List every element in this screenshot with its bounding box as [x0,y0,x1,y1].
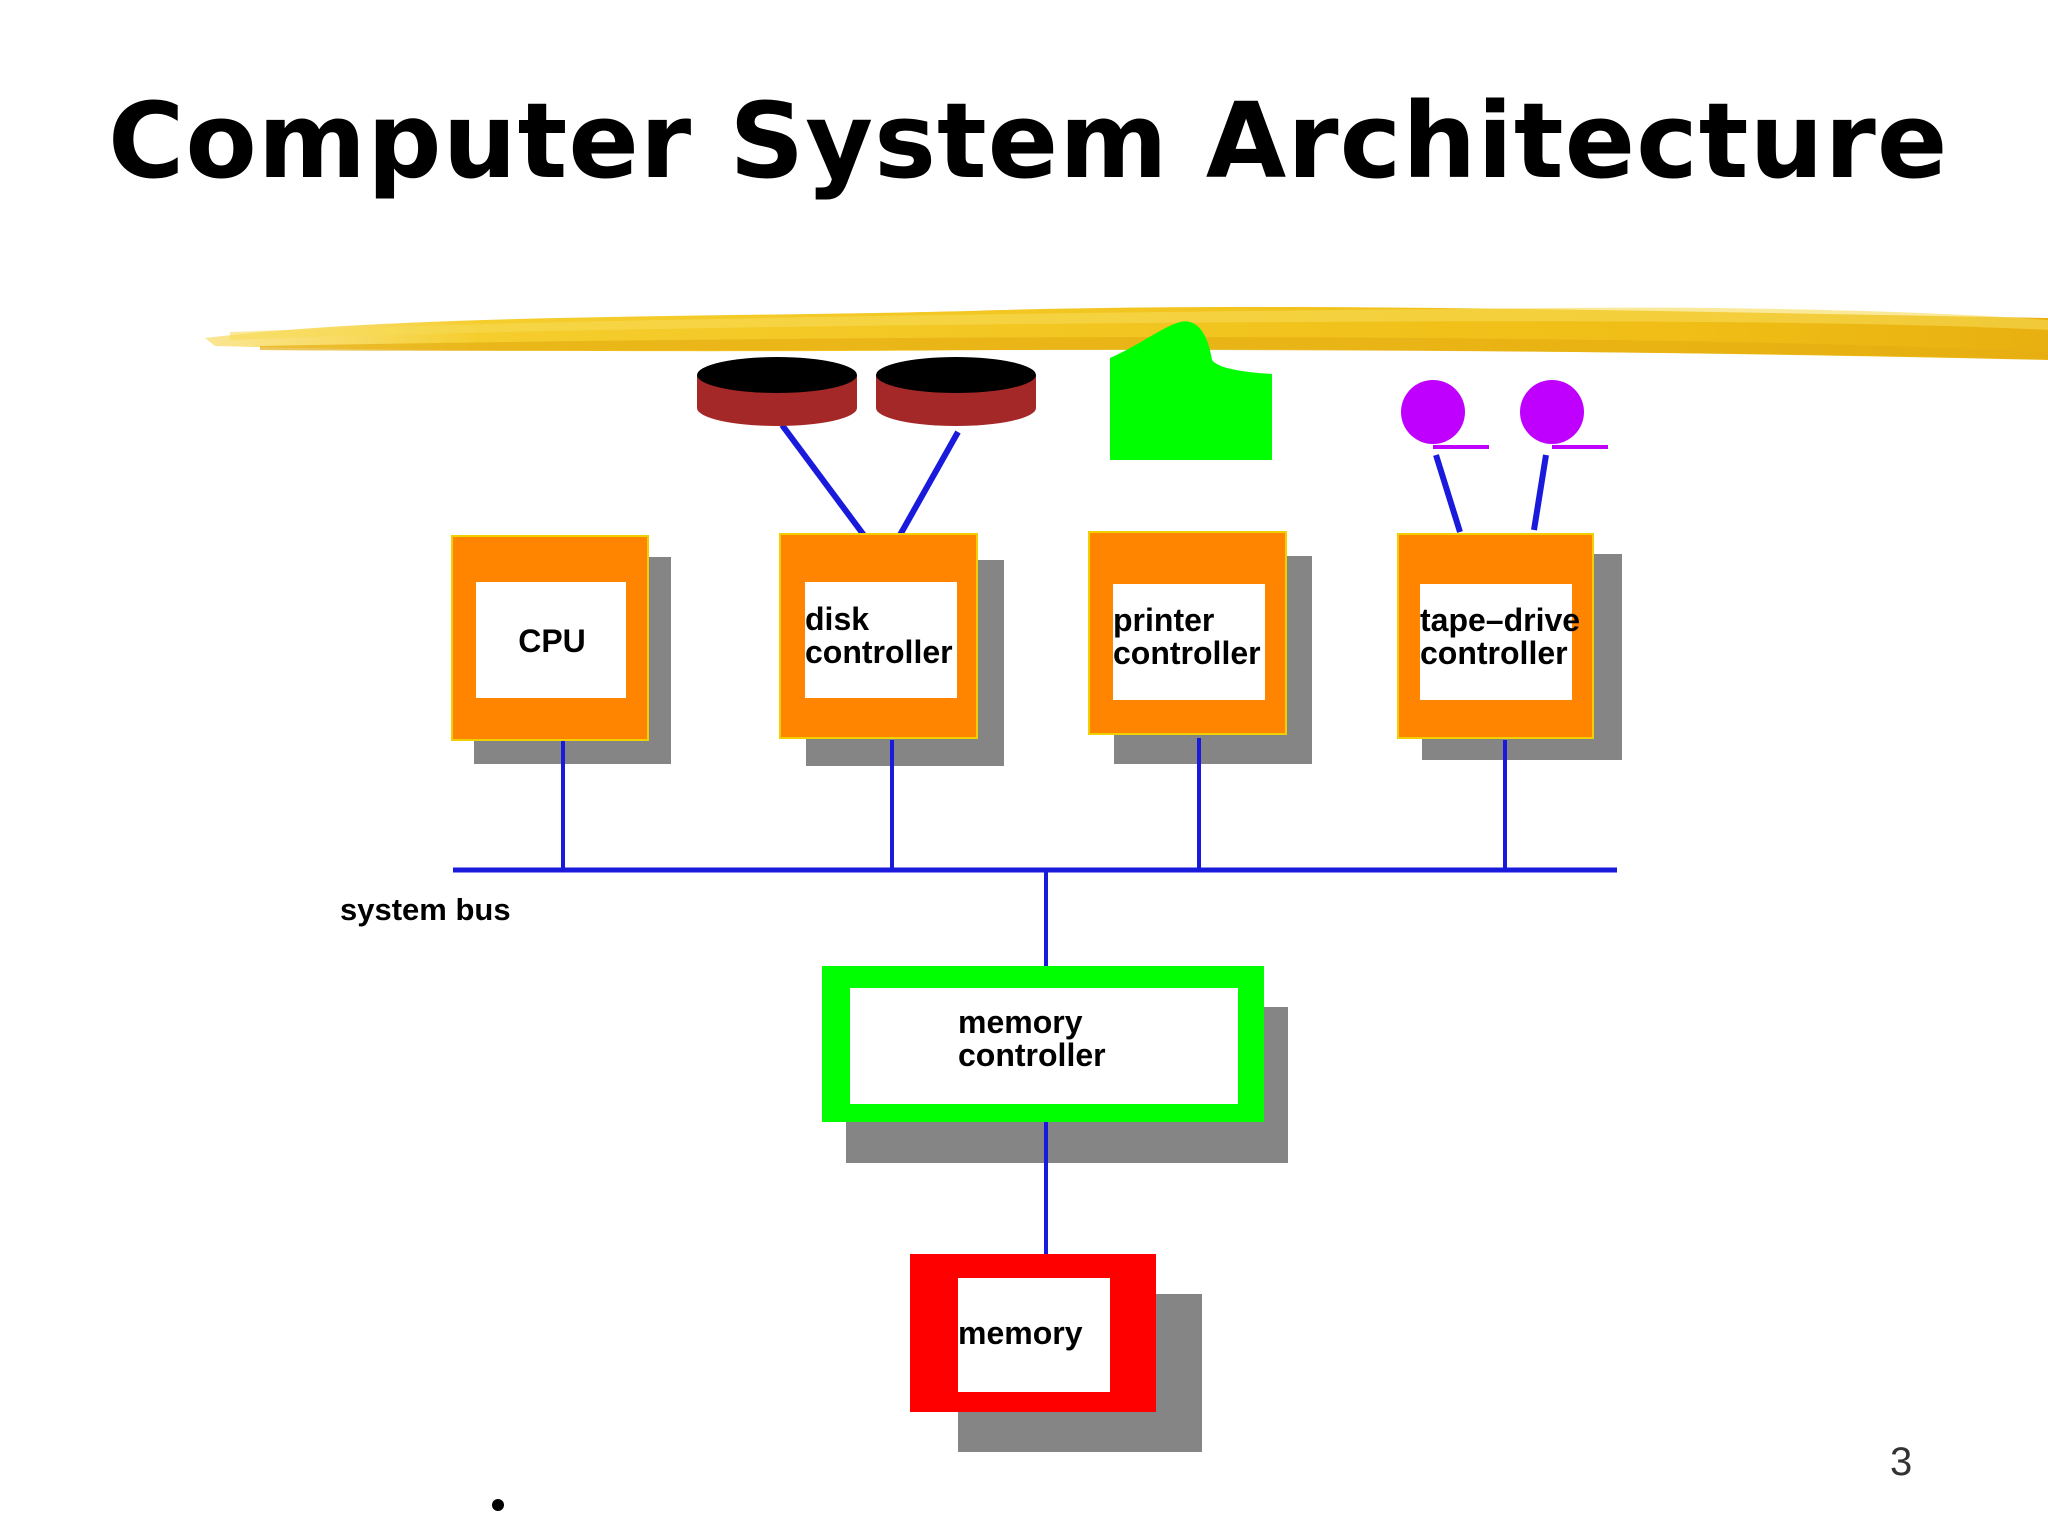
memory-label: memory [958,1315,1083,1351]
disk-controller-label-1: disk [805,601,869,637]
printer-controller-label-2: controller [1113,635,1261,671]
printer-icon [1110,321,1272,460]
disk-icon [876,357,1036,426]
disk1-link [779,423,869,540]
slide-title: Computer System Architecture [108,80,1949,202]
disk2-link [897,430,961,537]
tape2-link [1531,454,1549,531]
bullet-dot [492,1499,504,1511]
cpu-box: CPU [451,535,649,741]
tape1-link [1433,454,1463,533]
disk-controller-box: disk controller [779,533,978,739]
printer-controller-label-1: printer [1113,602,1214,638]
page-number: 3 [1890,1440,1913,1484]
tape-reel-icon [1401,380,1489,449]
memory-box: memory [910,1254,1156,1412]
printer-controller-box: printer controller [1088,531,1287,735]
system-bus-lines [453,738,1617,1256]
disk-controller-label-2: controller [805,634,953,670]
memory-controller-label-1: memory [958,1004,1083,1040]
tape-controller-label-1: tape–drive [1420,602,1580,638]
tape-controller-label-2: controller [1420,635,1568,671]
cpu-label: CPU [518,623,586,659]
memory-controller-label-2: controller [958,1037,1106,1073]
tape-drive-controller-box: tape–drive controller [1397,533,1594,739]
memory-controller-box: memory controller [822,966,1264,1122]
tape-reel-icon [1520,380,1608,449]
disk-icon [697,357,857,426]
device-links [779,423,1549,540]
system-bus-label: system bus [340,892,511,927]
